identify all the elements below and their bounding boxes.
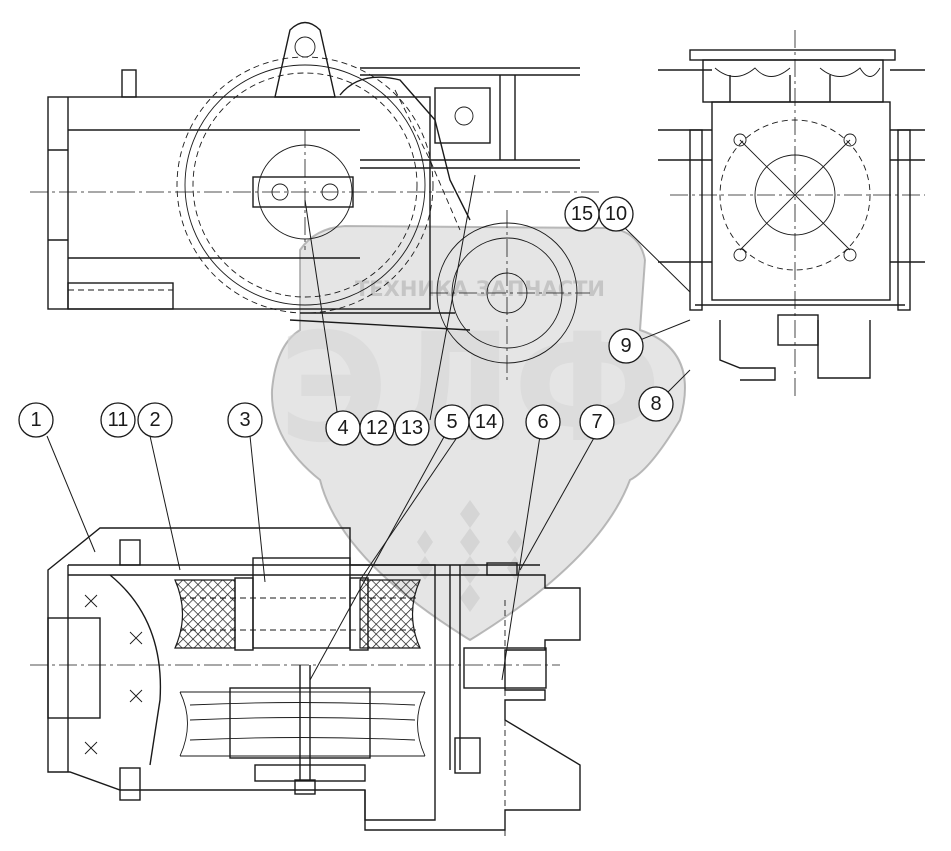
svg-text:15: 15 [571,203,593,225]
side-view-top [30,21,600,380]
svg-text:10: 10 [605,203,627,225]
callout-10: 10 [598,196,634,232]
svg-text:11: 11 [108,409,129,431]
watermark-brand-line: ТЕХНИКА ЗАПЧАСТИ [355,277,605,301]
svg-text:4: 4 [337,417,348,439]
svg-text:7: 7 [591,411,602,433]
callout-9: 9 [608,328,644,364]
svg-text:12: 12 [366,417,388,439]
svg-text:14: 14 [475,411,497,433]
callout-15: 15 [564,196,600,232]
callout-12: 12 [359,410,395,446]
plan-view-bottom [30,527,581,840]
svg-text:8: 8 [650,393,661,415]
callout-11: 11 [100,402,136,438]
callout-7: 7 [579,404,615,440]
svg-text:5: 5 [446,411,457,433]
callout-5: 5 [434,404,470,440]
callout-3: 3 [227,402,263,438]
watermark-logo-letters: ЭЛФ [278,302,661,476]
callout-8: 8 [638,386,674,422]
bolt-markers [84,594,143,755]
callouts: 1 11 2 3 4 12 13 5 [18,196,674,446]
svg-text:13: 13 [401,417,423,439]
svg-text:1: 1 [30,409,41,431]
svg-text:6: 6 [537,411,548,433]
watermark-shield-outline [270,224,686,642]
svg-text:9: 9 [620,335,631,357]
callout-2: 2 [137,402,173,438]
callout-14: 14 [468,404,504,440]
front-view-right [658,30,925,400]
svg-text:2: 2 [149,409,160,431]
callout-1: 1 [18,402,54,438]
leader-lines [46,174,691,681]
svg-text:3: 3 [239,409,250,431]
callout-4: 4 [325,410,361,446]
callout-13: 13 [394,410,430,446]
callout-6: 6 [525,404,561,440]
